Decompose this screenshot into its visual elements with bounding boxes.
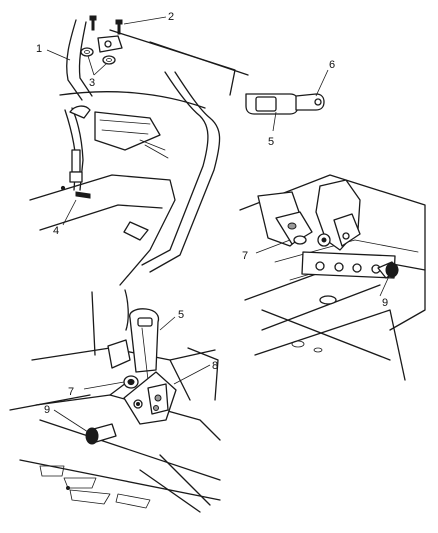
callout-8: 8 [212,360,218,372]
callout-3: 3 [89,77,95,89]
callout-1: 1 [36,43,42,55]
callout-2: 2 [168,11,174,23]
callout-5-buckle: 5 [268,136,274,148]
callout-7-center: 7 [68,386,74,398]
leader-lines [46,16,391,433]
callout-5-center: 5 [178,309,184,321]
callout-7-rear: 7 [242,250,248,262]
view-center-buckle-floor [9,289,221,513]
view-rear-buckle-floor [239,174,426,381]
callout-9-center: 9 [44,404,50,416]
callout-9-rear: 9 [382,297,388,309]
view-buckle-detail [245,93,325,115]
callout-4: 4 [53,225,59,237]
callout-labels: 1 2 3 4 6 5 7 9 5 8 7 9 [36,11,388,416]
callout-6: 6 [329,59,335,71]
view-upper-belt-anchor [29,15,249,286]
